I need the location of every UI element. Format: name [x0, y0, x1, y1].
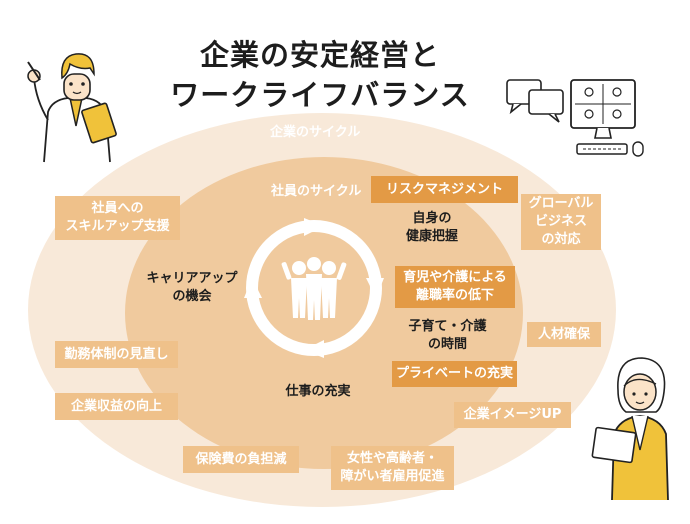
risk-management-box: リスクマネジメント: [371, 176, 518, 203]
global-business-box: グローバル ビジネス の対応: [521, 194, 601, 250]
work-fulfillment-text: 仕事の充実: [285, 384, 351, 399]
skillup-support-box: 社員への スキルアップ支援: [55, 196, 180, 240]
career-text: キャリアアップ の機会: [146, 271, 238, 304]
company-image-box: 企業イメージUP: [454, 402, 571, 428]
diversity-employment-box: 女性や高齢者・ 障がい者雇用促進: [331, 446, 454, 490]
woman-illustration: [591, 357, 669, 501]
profit-improvement-box: 企業収益の向上: [55, 393, 178, 420]
video-call-computer-illustration: [506, 79, 644, 157]
childcare-time-text: 子育て・介護 の時間: [408, 319, 487, 352]
insurance-reduction-box: 保険費の負担減: [183, 446, 299, 473]
businessman-illustration: [27, 53, 117, 163]
page-title-line1: 企業の安定経営と: [199, 38, 440, 72]
health-text: 自身の 健康把握: [405, 211, 458, 244]
childcare-turnover-box: 育児や介護による 離職率の低下: [395, 266, 515, 308]
page-title-line2: ワークライフバランス: [170, 78, 470, 112]
employee-cycle-label: 社員のサイクル: [271, 184, 362, 199]
people-icon: [281, 257, 347, 320]
talent-acquisition-box: 人材確保: [527, 322, 601, 347]
cycle-arrows-icon: [244, 218, 384, 358]
company-cycle-label: 企業のサイクル: [270, 125, 361, 140]
private-life-box: プライベートの充実: [392, 361, 517, 387]
workstyle-review-box: 勤務体制の見直し: [55, 341, 178, 368]
